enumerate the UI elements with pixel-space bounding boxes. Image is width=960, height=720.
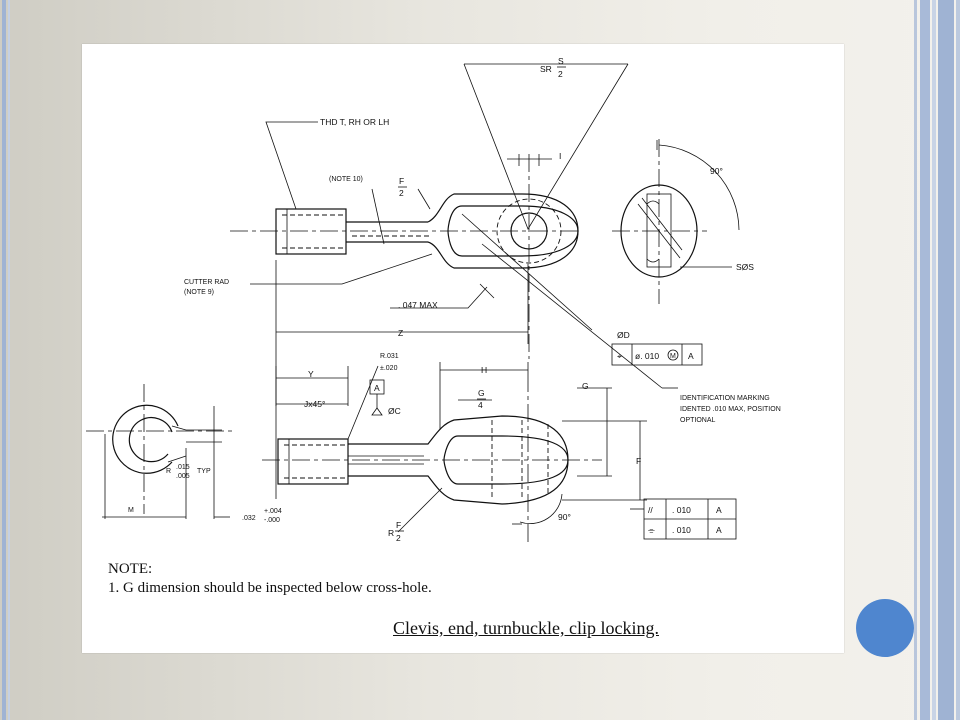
label-angle-bottom: 90° — [558, 512, 571, 522]
label-y: Y — [308, 369, 314, 379]
label-d032: .032 — [242, 515, 256, 522]
label-minus000: -.000 — [264, 517, 280, 524]
label-h: H — [481, 365, 487, 375]
label-g-over-4-num: G — [478, 388, 485, 398]
label-g-over-4-den: 4 — [478, 400, 483, 410]
clevis-drawing: THD T, RH OR LH (NOTE 10) F 2 SR S 2 I 9… — [86, 56, 781, 544]
label-r031: R.031 — [380, 353, 399, 360]
label-r-f2-r: R — [388, 528, 394, 538]
fcf-symmetry-datum: A — [716, 525, 722, 535]
fcf-parallel-value: . 010 — [672, 505, 691, 515]
label-s-over-2-den: 2 — [558, 69, 563, 79]
label-r015-r: R — [166, 468, 171, 475]
notes-block: NOTE: 1. G dimension should be inspected… — [108, 560, 608, 598]
datum-a-label: A — [374, 383, 380, 393]
label-sr: SR — [540, 64, 552, 74]
label-typ: TYP — [197, 468, 211, 475]
fcf-parallel-datum: A — [716, 505, 722, 515]
label-047-max: . 047 MAX — [398, 300, 438, 310]
label-jx45: Jx45° — [304, 399, 325, 409]
label-f-over-2-num: F — [399, 176, 404, 186]
left-border-rail — [0, 0, 14, 720]
label-r005: .005 — [176, 473, 190, 480]
label-phi-d: ØD — [617, 330, 630, 340]
label-note10: (NOTE 10) — [329, 176, 363, 183]
fcf-position-symbol: ⌖ — [617, 351, 622, 361]
label-tol020: ±.020 — [380, 365, 398, 372]
label-r-f2-den: 2 — [396, 533, 401, 543]
label-z: Z — [398, 328, 403, 338]
figure-caption: Clevis, end, turnbuckle, clip locking. — [393, 618, 659, 638]
fcf-parallel-symbol: // — [648, 505, 653, 515]
notes-item-1: 1. G dimension should be inspected below… — [108, 580, 432, 596]
label-sos: SØS — [736, 262, 754, 272]
label-ident-2: IDENTED .010 MAX, POSITION — [680, 406, 781, 413]
label-ident-1: IDENTIFICATION MARKING — [680, 395, 770, 402]
label-g: G — [582, 381, 589, 391]
fcf-position-modifier: M — [670, 353, 676, 360]
notes-heading: NOTE: — [108, 561, 153, 577]
label-i: I — [559, 151, 561, 161]
label-thread: THD T, RH OR LH — [320, 117, 389, 127]
label-r015: .015 — [176, 464, 190, 471]
engineering-drawing-panel: THD T, RH OR LH (NOTE 10) F 2 SR S 2 I 9… — [82, 44, 844, 653]
label-cutter-rad-1: CUTTER RAD — [184, 279, 229, 286]
label-f-over-2-den: 2 — [399, 188, 404, 198]
label-phi-c: ØC — [388, 406, 401, 416]
label-angle-top: 90° — [710, 166, 723, 176]
fcf-position-datum: A — [688, 351, 694, 361]
right-border-rail — [914, 0, 960, 720]
fcf-symmetry-symbol: ⌯ — [648, 525, 656, 535]
fcf-symmetry-value: . 010 — [672, 525, 691, 535]
label-f: F — [636, 456, 641, 466]
fcf-position-value: ø. 010 — [635, 351, 659, 361]
decorative-blue-circle — [856, 599, 914, 657]
label-m: M — [128, 507, 134, 514]
label-s-over-2-num: S — [558, 56, 564, 66]
label-r-f2-num: F — [396, 520, 401, 530]
label-plus004: +.004 — [264, 508, 282, 515]
label-cutter-rad-2: (NOTE 9) — [184, 289, 214, 296]
label-ident-3: OPTIONAL — [680, 417, 716, 424]
